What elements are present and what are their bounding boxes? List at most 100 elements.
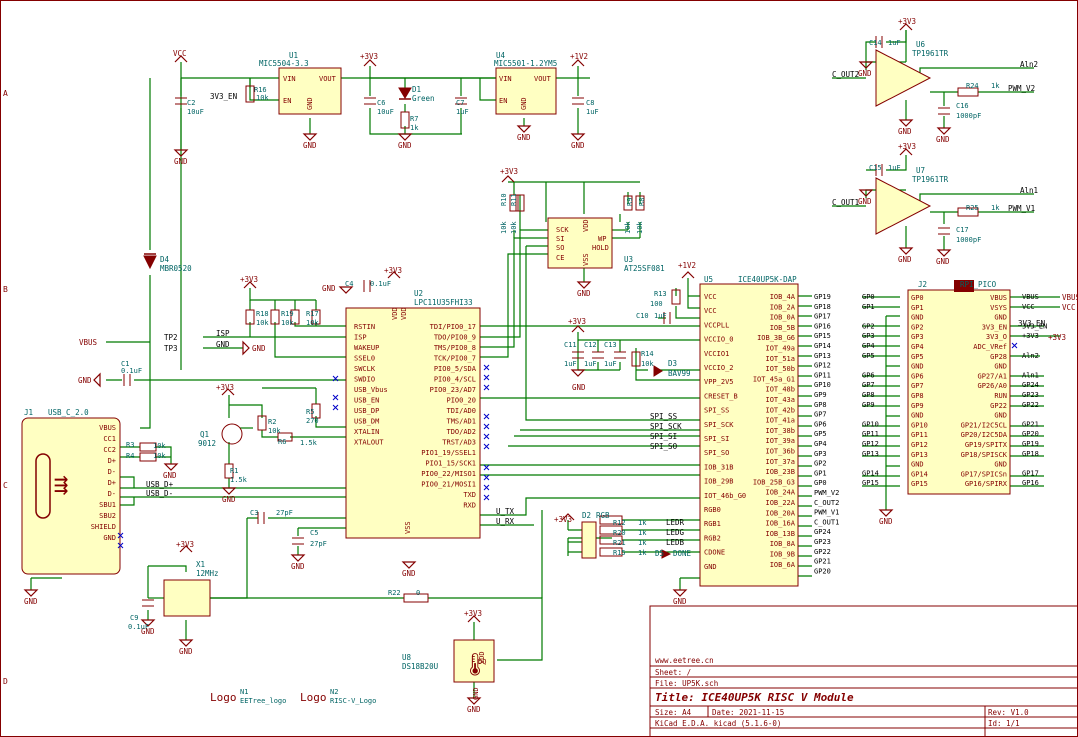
d5-ref: D5 bbox=[655, 549, 664, 558]
svg-text:VDD: VDD bbox=[391, 307, 399, 320]
u2-pin-name: SWDIO bbox=[354, 376, 375, 384]
svg-text:10uF: 10uF bbox=[377, 108, 394, 116]
j2-pin-name: GP5 bbox=[911, 353, 924, 361]
p3v3-label-3: +3V3 bbox=[898, 142, 916, 151]
u5-net-label: PWM_V1 bbox=[814, 509, 839, 517]
j2-pin-name: GP12 bbox=[911, 441, 928, 449]
svg-text:VSS: VSS bbox=[404, 521, 412, 534]
j2-net-label: GP4 bbox=[862, 342, 875, 350]
u2-pin-name: TDO/PIO0_9 bbox=[434, 334, 476, 342]
j2-pin-name: GP26/A0 bbox=[977, 382, 1007, 390]
p1v2-label-1: +1V2 bbox=[570, 52, 588, 61]
tb-size: Size: A4 bbox=[655, 708, 692, 717]
svg-text:R20: R20 bbox=[613, 529, 626, 537]
u5-pin-name: VCC bbox=[704, 293, 717, 301]
j2-net-label: VBUS bbox=[1022, 293, 1039, 301]
j2-net-label: GP5 bbox=[862, 352, 875, 360]
u5-net-label: PWM_V2 bbox=[814, 489, 839, 497]
u5-pin-name: IOB_25B_G3 bbox=[753, 478, 795, 486]
svg-text:0.1uF: 0.1uF bbox=[121, 367, 142, 375]
j1-pin-name: D- bbox=[108, 490, 116, 498]
j2-pin-name: GND bbox=[994, 412, 1007, 420]
u5-pin-name: CDONE bbox=[704, 549, 725, 557]
j1-pin-name: VBUS bbox=[99, 424, 116, 432]
passive-symbols bbox=[123, 36, 979, 607]
u5-net-label: GP13 bbox=[814, 352, 831, 360]
j2-net-label: GP8 bbox=[862, 391, 875, 399]
net-c-out2: C_OUT2 bbox=[832, 70, 859, 79]
u5-net-label: GP9 bbox=[814, 391, 827, 399]
svg-text:1uF: 1uF bbox=[586, 108, 599, 116]
gnd-label-12: GND bbox=[577, 289, 591, 298]
j2-pin-name: GND bbox=[911, 363, 924, 371]
svg-text:VOUT: VOUT bbox=[534, 75, 552, 83]
svg-text:27pF: 27pF bbox=[310, 540, 327, 548]
j2-pin-name: GP6 bbox=[911, 372, 924, 380]
u8-body bbox=[453, 639, 495, 683]
no-connect-marks bbox=[117, 342, 1018, 549]
logo-eetree-value: EETree_logo bbox=[240, 697, 286, 705]
j2-net-label: GP21 bbox=[1022, 420, 1039, 428]
tp2-label: TP2 bbox=[164, 333, 178, 342]
u5-left-pins: VCCVCCVCCPLLVCCIO_0VCCIO1VCCIO_2VPP_2V5C… bbox=[704, 293, 746, 571]
svg-text:R5: R5 bbox=[306, 408, 314, 416]
svg-text:1uF: 1uF bbox=[654, 312, 667, 320]
x1-value: 12MHz bbox=[196, 569, 219, 578]
j2-pin-name: GP2 bbox=[911, 323, 924, 331]
svg-text:R14: R14 bbox=[641, 350, 654, 358]
logo-eetree-label: Logo bbox=[210, 691, 237, 704]
net-spi-sck: SPI_SCK bbox=[650, 422, 682, 431]
j2-right-nets: VBUSVCC3V3_EN+3V3Aln2Aln1GP24GP23GP22GP2… bbox=[1022, 293, 1047, 487]
svg-text:270: 270 bbox=[306, 417, 319, 425]
u5-pin-name: IOT_36b bbox=[765, 448, 795, 456]
u2-left-pins: RSTINISPWAKEUPSSEL0SWCLKSWDIOUSB_VbusUSB… bbox=[354, 323, 388, 447]
svg-text:R12: R12 bbox=[613, 519, 626, 527]
j2-pin-name: GP7 bbox=[911, 382, 924, 390]
u2-pin-name: PIO0_5/SDA bbox=[434, 365, 477, 373]
j2-pin-name: GND bbox=[994, 461, 1007, 469]
p3v3-label-6: +3V3 bbox=[384, 266, 402, 275]
u6-ref: U6 bbox=[916, 40, 926, 49]
svg-text:1.5k: 1.5k bbox=[230, 476, 248, 484]
u5-net-label: GP8 bbox=[814, 401, 827, 409]
svg-text:R11: R11 bbox=[510, 193, 518, 206]
u5-net-label: GP1 bbox=[814, 469, 827, 477]
gnd-label-1: GND bbox=[174, 157, 188, 166]
u5-right-pins: IOB_4AIOB_2AIOB_0AIOB_5BIOB_3B_G6IOT_49a… bbox=[753, 293, 796, 569]
u2-pin-name: TMS/PIO0_8 bbox=[434, 344, 476, 352]
svg-text:SO: SO bbox=[556, 244, 564, 252]
gnd-label-24: GND bbox=[467, 705, 481, 714]
u5-pin-name: VCCIO_0 bbox=[704, 336, 734, 344]
u5-pin-name: IOB_8A bbox=[770, 540, 796, 548]
tb-rev: Rev: V1.0 bbox=[988, 708, 1029, 717]
u2-pin-name: PIO0_4/SCL bbox=[434, 376, 476, 384]
svg-text:C6: C6 bbox=[377, 99, 385, 107]
svg-text:C11: C11 bbox=[564, 341, 577, 349]
svg-text:R25: R25 bbox=[966, 204, 979, 212]
net-usb-dp: USB_D+ bbox=[146, 480, 174, 489]
tb-date: Date: 2021-11-15 bbox=[712, 708, 784, 717]
svg-text:R1: R1 bbox=[230, 467, 238, 475]
svg-text:C3: C3 bbox=[250, 509, 258, 517]
j2-pin-name: GP0 bbox=[911, 294, 924, 302]
usb-c-port-icon bbox=[35, 453, 51, 519]
svg-text:1k: 1k bbox=[638, 539, 647, 547]
u5-net-label: GP22 bbox=[814, 548, 831, 556]
u5-pin-name: IOB_9B bbox=[770, 551, 795, 559]
j2-pin-name: GP16/SPIRX bbox=[965, 480, 1008, 488]
svg-text:1.5k: 1.5k bbox=[300, 439, 318, 447]
gnd-label-22: GND bbox=[179, 647, 193, 656]
svg-text:C16: C16 bbox=[956, 102, 969, 110]
svg-text:C14: C14 bbox=[869, 39, 882, 47]
u2-pin-name: TXD bbox=[463, 491, 476, 499]
u2-pin-name: PIO0_21/MOSI1 bbox=[421, 481, 476, 489]
j1-pin-name: CC2 bbox=[103, 446, 116, 454]
u5-pin-name: IOB_29B bbox=[704, 478, 734, 486]
power-flags bbox=[174, 23, 913, 623]
j1-pin-name: SBU2 bbox=[99, 512, 116, 520]
u5-pin-name: IOT_50b bbox=[765, 365, 795, 373]
u2-body bbox=[345, 307, 481, 539]
tb-title: Title: ICE40UP5K RISC V Module bbox=[655, 691, 854, 704]
gnd-label-5: GND bbox=[571, 141, 585, 150]
d4-ref: D4 bbox=[160, 255, 170, 264]
